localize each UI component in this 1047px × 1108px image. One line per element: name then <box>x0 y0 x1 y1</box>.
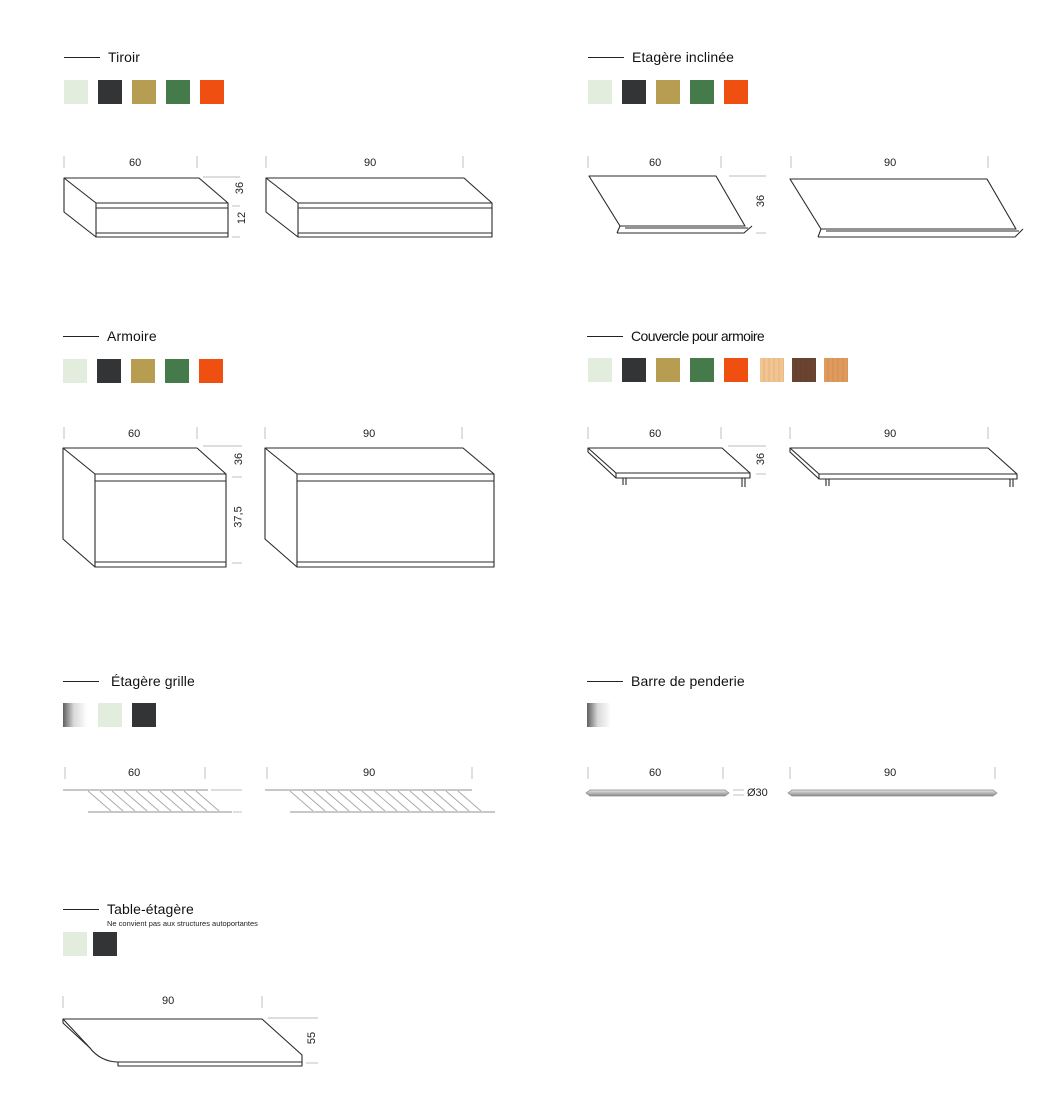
color-swatch[interactable] <box>132 703 156 727</box>
wood-swatch[interactable] <box>824 358 848 382</box>
dimension-width-60: 60 <box>129 157 142 169</box>
color-swatch[interactable] <box>93 932 117 956</box>
chrome-swatch[interactable] <box>587 703 611 727</box>
section-title-armoire: Armoire <box>107 328 157 344</box>
color-swatch[interactable] <box>622 358 646 382</box>
color-swatch[interactable] <box>724 358 748 382</box>
wood-swatch[interactable] <box>792 358 816 382</box>
dimension-width-60: 60 <box>649 428 662 440</box>
color-swatch[interactable] <box>588 358 612 382</box>
dimension-width-90: 90 <box>884 157 897 169</box>
section-title-couvercle: Couvercle pour armoire <box>631 328 765 344</box>
color-swatch[interactable] <box>64 80 88 104</box>
section-title-row: Armoire <box>63 328 157 344</box>
section-title-barre-penderie: Barre de penderie <box>631 673 745 689</box>
color-swatch[interactable] <box>63 359 87 383</box>
title-rule <box>64 56 100 58</box>
title-rule <box>63 680 99 682</box>
section-title-row: Etagère inclinée <box>588 49 734 65</box>
dimension-width-90: 90 <box>363 428 376 440</box>
section-title-etagere-inclinee: Etagère inclinée <box>632 49 734 65</box>
dimension-width-60: 60 <box>128 428 141 440</box>
color-swatch[interactable] <box>656 80 680 104</box>
color-swatch[interactable] <box>724 80 748 104</box>
dimension-width-90: 90 <box>162 995 175 1007</box>
title-rule <box>587 680 623 682</box>
color-swatch[interactable] <box>690 80 714 104</box>
color-swatch[interactable] <box>622 80 646 104</box>
section-title-row: Étagère grille <box>63 673 195 689</box>
title-rule <box>588 56 624 58</box>
color-swatch[interactable] <box>199 359 223 383</box>
section-title-tiroir: Tiroir <box>108 49 140 65</box>
color-swatch[interactable] <box>63 932 87 956</box>
dimension-width-90: 90 <box>884 428 897 440</box>
dimension-width-60: 60 <box>649 157 662 169</box>
color-swatch[interactable] <box>165 359 189 383</box>
color-swatch[interactable] <box>656 358 680 382</box>
section-title-row: Barre de penderie <box>587 673 745 689</box>
dimension-width-60: 60 <box>128 767 141 779</box>
color-swatch[interactable] <box>132 80 156 104</box>
color-swatch[interactable] <box>98 703 122 727</box>
section-title-row: Table-étagère <box>63 901 194 917</box>
section-title-row: Tiroir <box>64 49 140 65</box>
color-swatch[interactable] <box>690 358 714 382</box>
chrome-swatch[interactable] <box>63 703 87 727</box>
color-swatch[interactable] <box>166 80 190 104</box>
color-swatch[interactable] <box>588 80 612 104</box>
section-title-row: Couvercle pour armoire <box>587 328 765 344</box>
title-rule <box>63 908 99 910</box>
color-swatch[interactable] <box>97 359 121 383</box>
dimension-width-90: 90 <box>364 157 377 169</box>
section-title-table-etagere: Table-étagère <box>107 901 194 917</box>
dimension-width-90: 90 <box>363 767 376 779</box>
title-rule <box>587 335 623 337</box>
table-note: Ne convient pas aux structures autoporta… <box>107 919 258 928</box>
color-swatch[interactable] <box>98 80 122 104</box>
dimension-width-60: 60 <box>649 767 662 779</box>
section-title-etagere-grille: Étagère grille <box>111 673 195 689</box>
dimension-width-90: 90 <box>884 767 897 779</box>
color-swatch[interactable] <box>131 359 155 383</box>
title-rule <box>63 335 99 337</box>
wood-swatch[interactable] <box>760 358 784 382</box>
color-swatch[interactable] <box>200 80 224 104</box>
dimension-diameter: Ø30 <box>747 787 768 799</box>
